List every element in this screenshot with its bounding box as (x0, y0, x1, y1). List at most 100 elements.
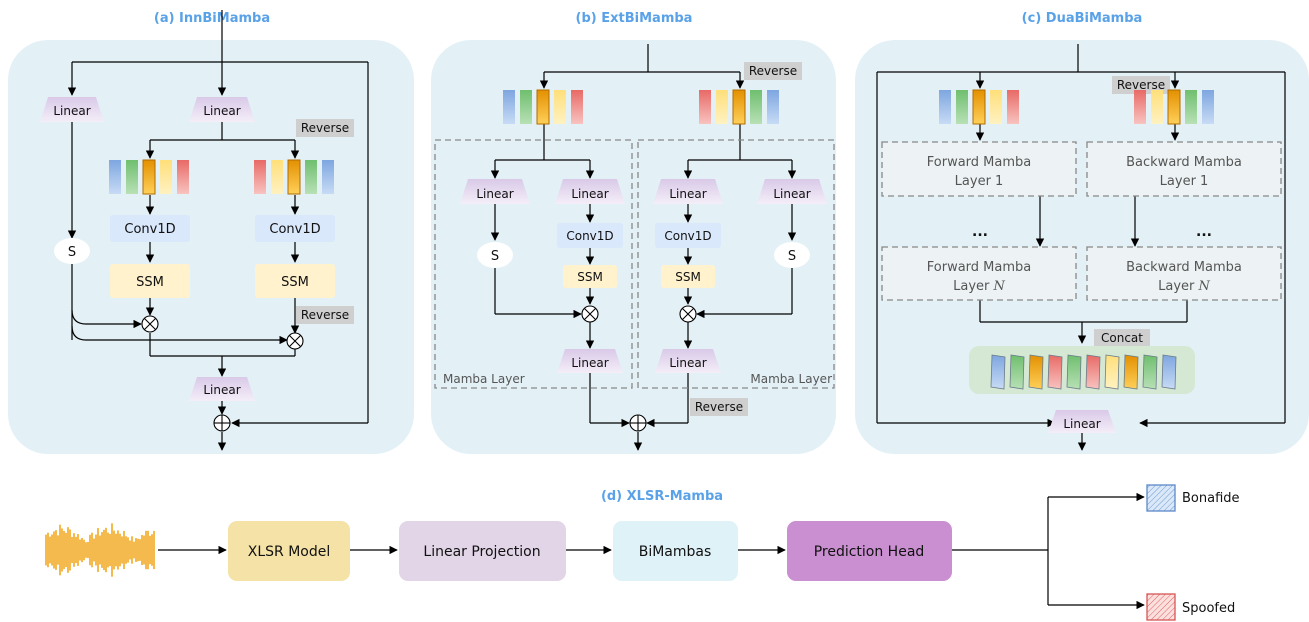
panel-b-right-label: Mamba Layer (750, 372, 832, 386)
token-cell (767, 90, 779, 124)
panel-a-conv-left: Conv1D (124, 222, 175, 237)
token-cell (109, 160, 121, 194)
panel-c-ellipsis-right: ... (1196, 224, 1212, 240)
linear-projection-label: Linear Projection (423, 544, 540, 560)
panel-b-left-multiply-icon (581, 305, 599, 323)
panel-a-reverse-top-tag (296, 119, 354, 137)
pipeline-arrows (158, 492, 1145, 610)
panel-c-bwd1-line1: Backward Mamba (1126, 155, 1242, 170)
concat-token-cell (990, 354, 1006, 390)
token-cell (939, 90, 951, 124)
panel-b-tokens-right (699, 89, 779, 125)
panel-b-title: (b) ExtBiMamba (576, 11, 693, 26)
panel-b-reverse-top: Reverse (749, 64, 797, 78)
concat-token-cell (1047, 354, 1063, 390)
concat-token-cell (1028, 354, 1044, 390)
panel-c-fwdN-layer: Layer (953, 279, 993, 294)
panel-b-left-ssm-box (563, 265, 617, 288)
panel-a-multiply-left-icon (141, 315, 159, 333)
panel-a-linear-left: Linear (53, 104, 90, 118)
panel-b-tokens-left (503, 89, 583, 125)
panel-b-right-linear1: Linear (669, 187, 706, 201)
panel-b-right-linear-out: Linear (669, 356, 706, 370)
concat-token-cell (1104, 354, 1120, 390)
panel-c-bwdN-layer: Layer (1158, 279, 1198, 294)
token-cell (520, 90, 532, 124)
panel-b-background (431, 40, 836, 454)
concat-token-cell (1009, 354, 1025, 390)
token-cell (1167, 89, 1181, 125)
token-cell (1134, 90, 1146, 124)
panel-c-backward-layer-n (1086, 246, 1282, 301)
token-cell (271, 160, 283, 194)
panel-b-right-ssm-box (661, 265, 715, 288)
panel-c-forward-layer-n (881, 246, 1077, 301)
token-cell (716, 90, 728, 124)
panel-a-reverse-bottom: Reverse (301, 308, 349, 322)
panel-a-linear-mid-shape (189, 97, 255, 122)
bonafide-label: Bonafide (1182, 491, 1240, 506)
panel-a-linear-left-shape (40, 97, 104, 122)
spoofed-label: Spoofed (1182, 601, 1235, 616)
panel-b-left-conv: Conv1D (566, 229, 613, 243)
token-cell (142, 159, 156, 195)
panel-c-concat-tag (1094, 329, 1150, 347)
panel-c-fwdN-n: N (993, 279, 1006, 294)
panel-a-title: (a) InnBiMamba (154, 11, 270, 26)
panel-c-ellipsis-left: ... (972, 224, 988, 240)
prediction-head-block (787, 521, 952, 581)
concat-token-cell (1085, 354, 1101, 390)
panel-b-right-linear2-shape (757, 179, 827, 204)
spoofed-icon (1146, 593, 1176, 621)
panel-c-linear: Linear (1063, 417, 1100, 431)
token-cell (554, 90, 566, 124)
panel-a-conv-right-box (255, 215, 335, 242)
panel-c-reverse-top: Reverse (1117, 78, 1165, 92)
token-cell (254, 160, 266, 194)
panel-b-right-conv-box (655, 223, 721, 248)
panel-c-bwdN-line1: Backward Mamba (1126, 260, 1242, 275)
panel-c-tokens-right (1134, 89, 1214, 125)
token-cell (126, 160, 138, 194)
panel-c-linear-shape (1048, 410, 1116, 433)
token-cell (732, 89, 746, 125)
concat-token-cell (1161, 354, 1177, 390)
panel-b-left-conv-box (557, 223, 623, 248)
waveform-icon (45, 523, 155, 577)
panel-b-right-ssm: SSM (675, 270, 701, 284)
xlsr-model-label: XLSR Model (248, 544, 331, 560)
panel-a-s: S (68, 245, 76, 260)
bimambas-block (613, 521, 738, 581)
concat-token-cell (1142, 354, 1158, 390)
panel-c (876, 44, 1286, 451)
panel-a-conv-left-box (110, 215, 190, 242)
token-cell (160, 160, 172, 194)
panel-a-ssm-left-box (110, 264, 190, 298)
panel-b-left-linear2-shape (555, 179, 625, 204)
token-cell (305, 160, 317, 194)
panel-a-background (8, 40, 414, 454)
prediction-head-label: Prediction Head (814, 544, 925, 560)
linear-projection-block (399, 521, 566, 581)
token-cell (571, 90, 583, 124)
panel-b-right-s-node (774, 242, 810, 268)
panel-c-concat-tokens (990, 354, 1177, 390)
token-cell (177, 160, 189, 194)
panel-b-left-linear1-shape (460, 179, 530, 204)
panel-c-title: (c) DuaBiMamba (1022, 11, 1143, 26)
panel-c-concat: Concat (1101, 331, 1143, 345)
token-cell (287, 159, 301, 195)
bonafide-icon (1146, 484, 1176, 512)
panel-b-right-s: S (788, 249, 796, 264)
panel-a-tokens-right (254, 159, 334, 195)
panel-b-left-linear-out: Linear (571, 356, 608, 370)
token-cell (322, 160, 334, 194)
panel-b-right-linear-out-shape (655, 349, 721, 373)
panel-c-concat-container (969, 346, 1195, 394)
panel-c-backward-layer-1 (1086, 141, 1282, 197)
panel-a-ssm-right-box (255, 264, 335, 298)
panel-b (490, 44, 797, 451)
token-cell (750, 90, 762, 124)
panel-b-left-s: S (491, 249, 499, 264)
panel-b-mamba-layer-right (637, 139, 835, 389)
